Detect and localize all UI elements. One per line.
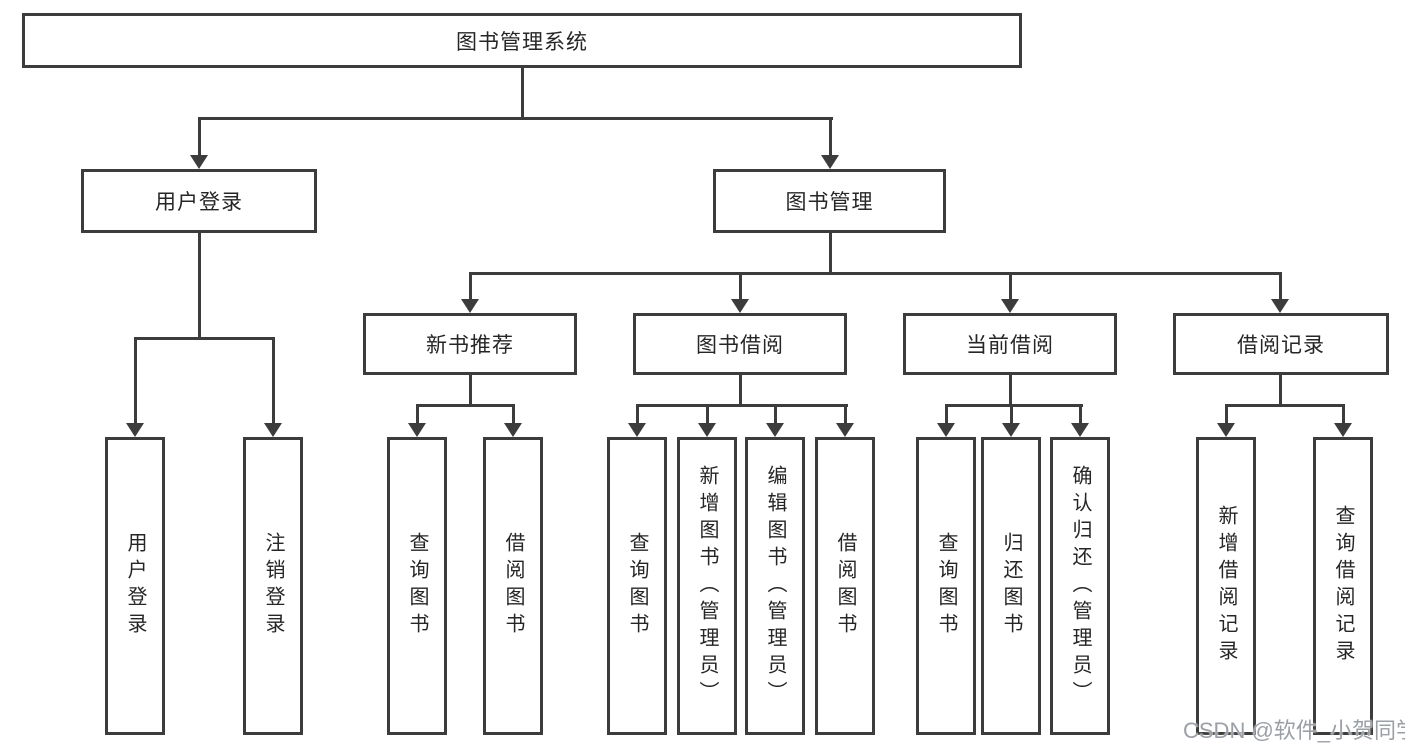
connector-line [415,405,419,424]
arrow-down-icon [1271,299,1289,313]
arrow-down-icon [408,423,426,437]
connector-root-rail [197,116,833,120]
node-borrowing-records: 借阅记录 [1173,313,1389,375]
connector-line [468,273,472,301]
connector-recommend-rail [415,403,515,407]
arrow-down-icon [698,423,716,437]
connector-book-management-rail [468,271,1282,275]
leaf-query-books-current: 查询图书 [916,437,976,735]
node-book-management: 图书管理 [713,169,946,233]
leaf-borrow-books-recommend: 借阅图书 [483,437,543,735]
arrow-down-icon [731,299,749,313]
connector-line [944,405,948,424]
arrow-down-icon [628,423,646,437]
connector-line [738,273,742,301]
connector-line [1078,405,1082,424]
connector-recommend-stub [468,375,472,405]
connector-line [271,338,275,424]
leaf-add-book-admin: 新增图书（管理员） [677,437,737,735]
connector-borrowing-stub [738,375,742,405]
connector-line [1278,273,1282,301]
connector-borrowing-rail [635,403,848,407]
leaf-confirm-return-admin: 确认归还（管理员） [1050,437,1110,735]
connector-user-login-stub [197,233,201,337]
watermark-text: CSDN @软件_小贺同学 [1183,718,1405,743]
leaf-query-borrowing-record: 查询借阅记录 [1313,437,1373,735]
connector-line [705,405,709,424]
connector-line [511,405,515,424]
leaf-query-books-borrowing: 查询图书 [607,437,667,735]
arrow-down-icon [264,423,282,437]
connector-current-stub [1008,375,1012,405]
node-user-login: 用户登录 [81,169,317,233]
connector-line [843,405,847,424]
leaf-user-login: 用户登录 [105,437,165,735]
node-library-management-system: 图书管理系统 [22,13,1022,68]
connector-root-stub [520,68,524,118]
connector-line [133,338,137,424]
arrow-down-icon [821,155,839,169]
arrow-down-icon [1002,423,1020,437]
connector-line [197,118,201,156]
arrow-down-icon [190,155,208,169]
arrow-down-icon [766,423,784,437]
arrow-down-icon [1334,423,1352,437]
arrow-down-icon [836,423,854,437]
connector-line [635,405,639,424]
connector-current-rail [944,403,1083,407]
arrow-down-icon [126,423,144,437]
leaf-query-books-recommend: 查询图书 [387,437,447,735]
connector-line [1341,405,1345,424]
connector-user-login-rail [133,336,275,340]
arrow-down-icon [1071,423,1089,437]
connector-line [1008,273,1012,301]
node-new-book-recommendation: 新书推荐 [363,313,577,375]
connector-records-rail [1224,403,1345,407]
leaf-logout: 注销登录 [243,437,303,735]
connector-line [1224,405,1228,424]
arrow-down-icon [1001,299,1019,313]
connector-records-stub [1278,375,1282,405]
leaf-return-books: 归还图书 [981,437,1041,735]
arrow-down-icon [1217,423,1235,437]
connector-line [1009,405,1013,424]
arrow-down-icon [937,423,955,437]
leaf-add-borrowing-record: 新增借阅记录 [1196,437,1256,735]
node-book-borrowing: 图书借阅 [633,313,847,375]
leaf-edit-book-admin: 编辑图书（管理员） [745,437,805,735]
connector-book-management-stub [828,233,832,274]
leaf-borrow-books-borrowing: 借阅图书 [815,437,875,735]
connector-line [828,118,832,156]
arrow-down-icon [461,299,479,313]
connector-line [773,405,777,424]
arrow-down-icon [504,423,522,437]
node-current-borrowing: 当前借阅 [903,313,1117,375]
